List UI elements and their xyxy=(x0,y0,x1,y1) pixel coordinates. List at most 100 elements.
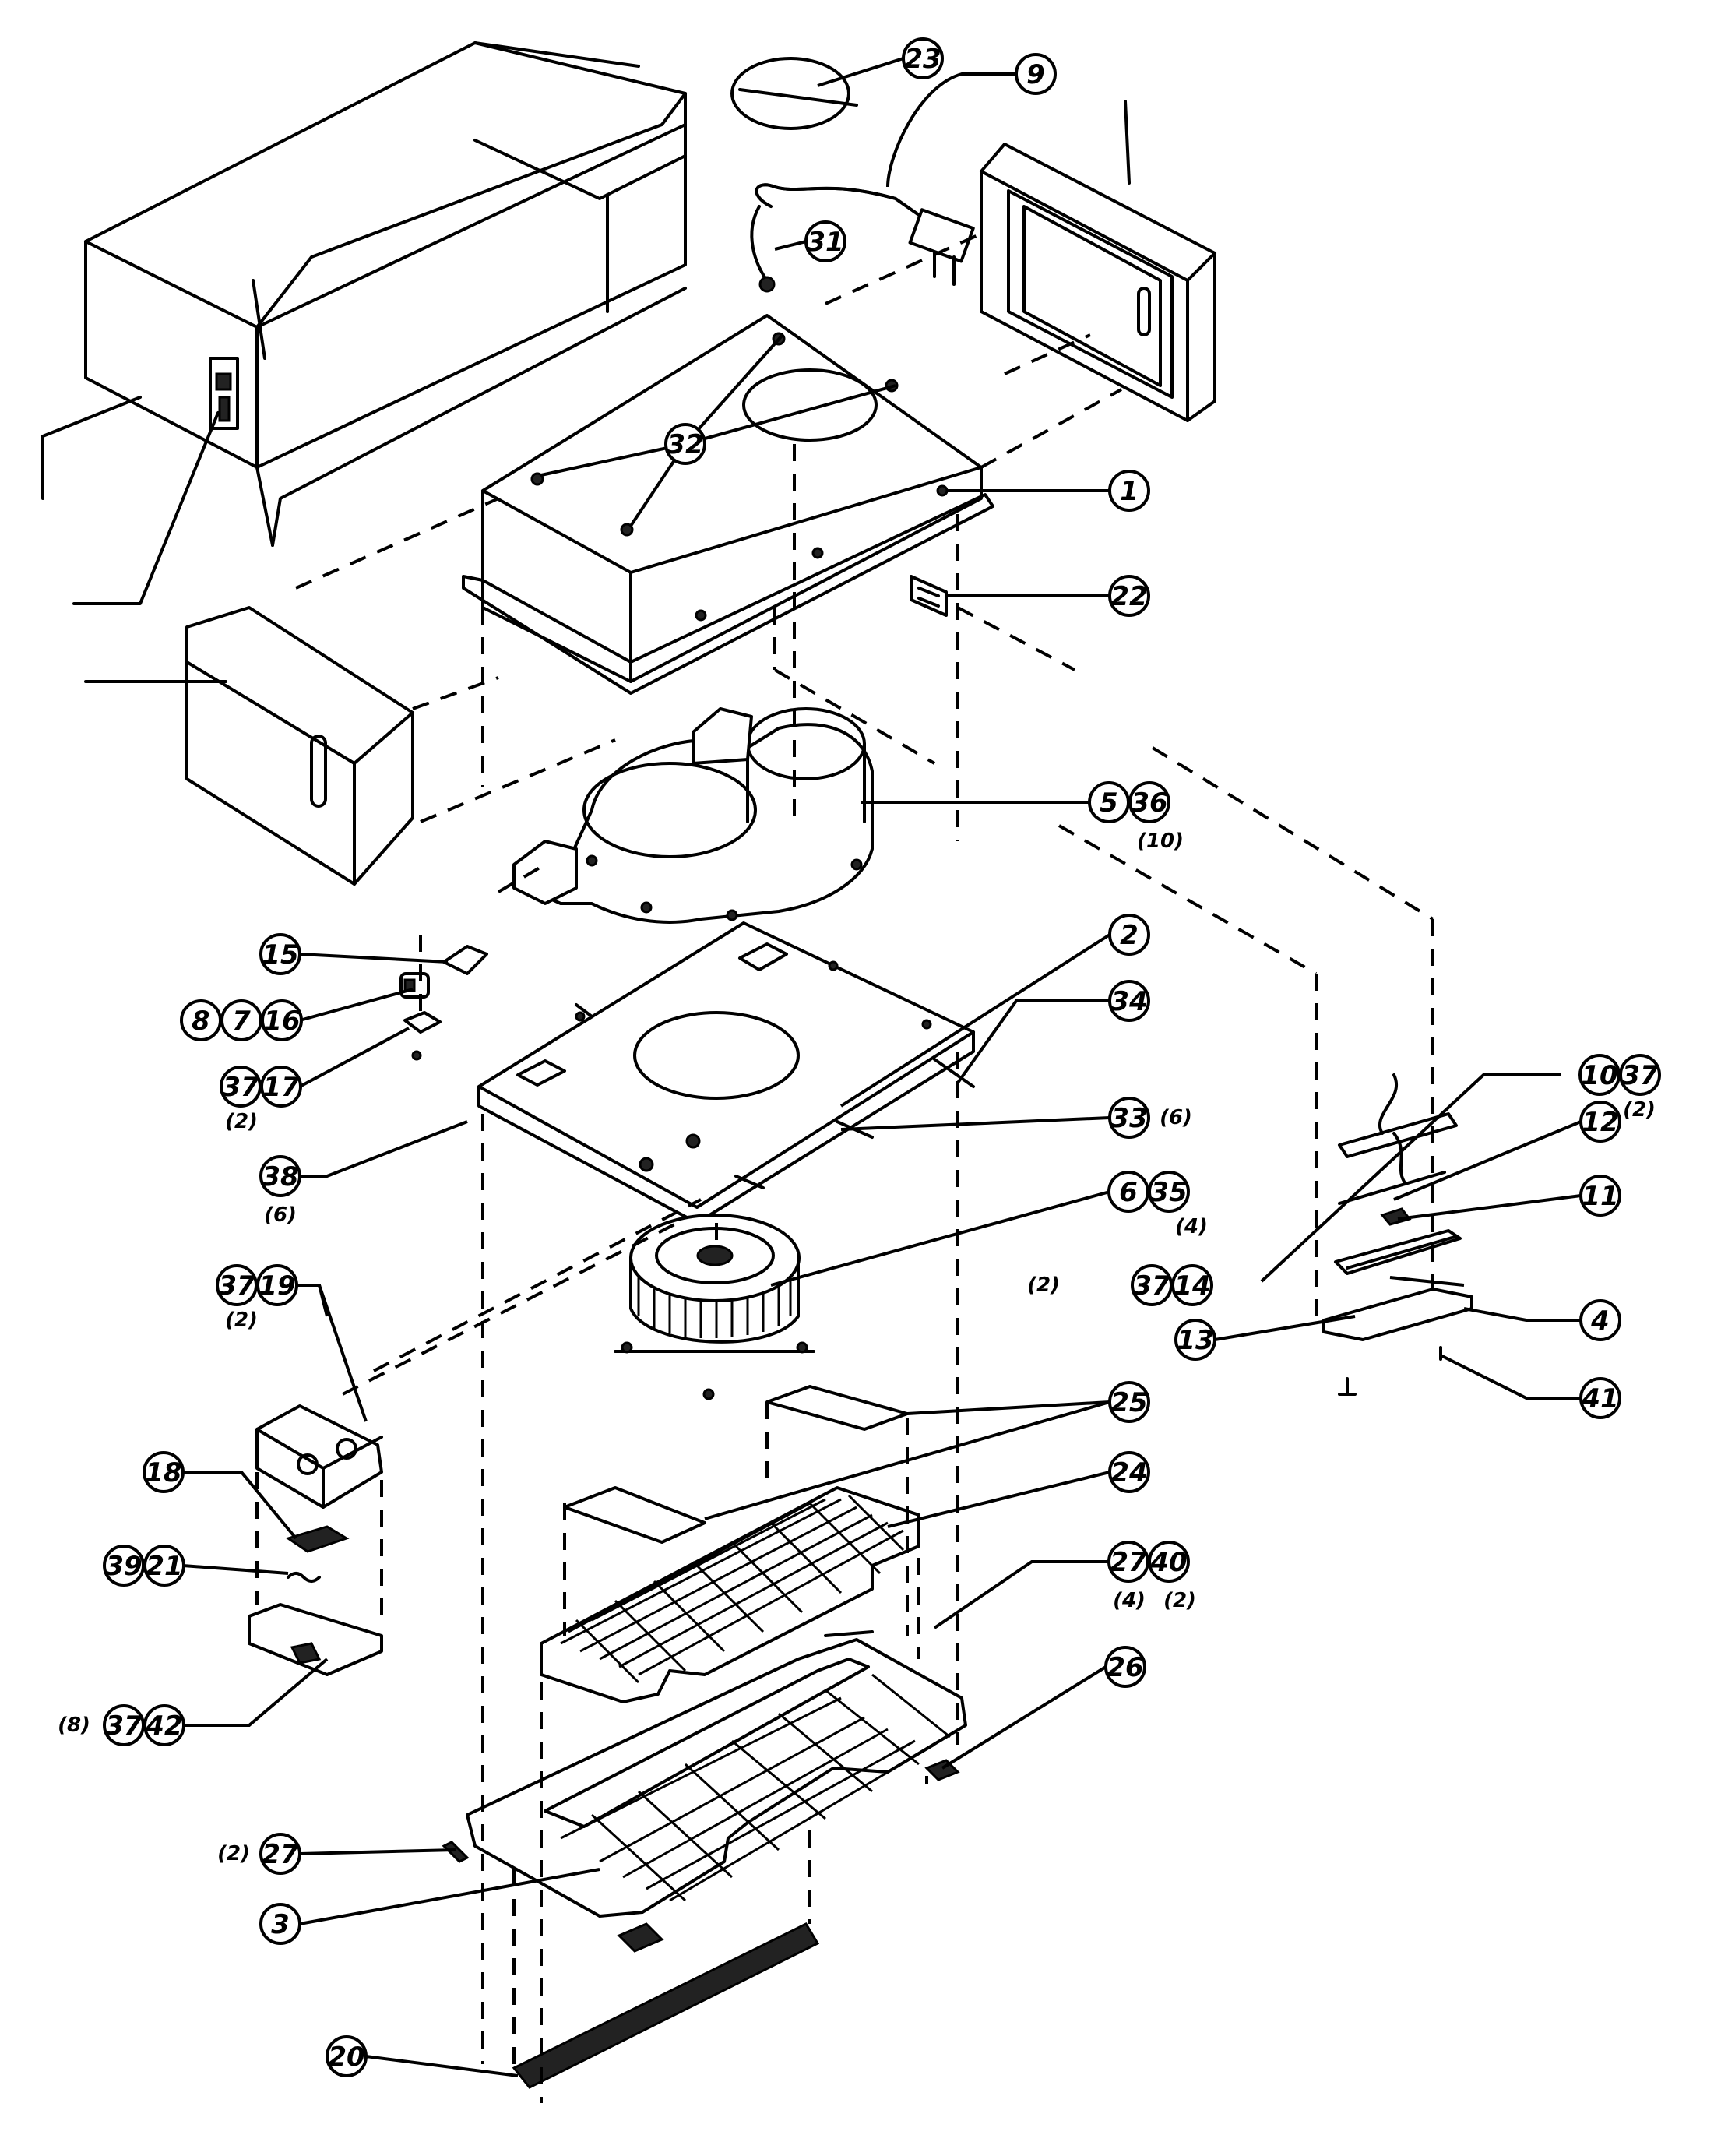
end-cap-left xyxy=(84,606,414,886)
quantity-label: (2) xyxy=(1163,1589,1196,1612)
assembly-guide-lines xyxy=(255,232,1434,2103)
callout-number: 41 xyxy=(1581,1383,1618,1414)
callout-bubble xyxy=(1108,1381,1150,1423)
callout-bubble xyxy=(1108,980,1150,1022)
callout-number: 8 xyxy=(192,1006,210,1037)
switch-parts xyxy=(399,945,488,1061)
callout-number: 19 xyxy=(259,1270,295,1302)
callout-number: 26 xyxy=(1107,1652,1143,1683)
callout-bubble xyxy=(1579,1175,1621,1217)
main-housing xyxy=(462,314,994,695)
callout-c18: 18 xyxy=(143,1451,185,1493)
callout-bubble xyxy=(1619,1054,1661,1096)
callout-number: 24 xyxy=(1110,1457,1147,1488)
callout-bubble xyxy=(1579,1377,1621,1419)
base-plate xyxy=(477,921,975,1224)
callout-c15: 15 xyxy=(259,933,301,975)
callout-number: 14 xyxy=(1174,1270,1210,1302)
callout-number: 13 xyxy=(1177,1325,1213,1356)
callout-number: 17 xyxy=(262,1072,300,1103)
callout-number: 31 xyxy=(807,227,843,258)
callout-c26: 26 xyxy=(1104,1646,1146,1688)
callout-number: 27 xyxy=(262,1839,299,1870)
callout-c9: 9 xyxy=(1015,53,1057,95)
callout-bubble xyxy=(256,1264,298,1306)
callout-c27b: 27 (2) xyxy=(217,1833,301,1875)
callout-c22: 22 xyxy=(1108,575,1150,617)
callout-number: 9 xyxy=(1026,59,1045,90)
callout-number: 22 xyxy=(1110,581,1147,612)
callout-bubble xyxy=(1108,914,1150,956)
callout-bubble xyxy=(259,933,301,975)
callout-bubble xyxy=(1108,1097,1150,1139)
callout-c33: 33 (6) xyxy=(1108,1097,1192,1139)
wall-frame xyxy=(980,100,1216,422)
callout-c24: 24 xyxy=(1108,1451,1150,1493)
quantity-label: (4) xyxy=(1113,1589,1146,1612)
callout-c41: 41 xyxy=(1579,1377,1621,1419)
callout-number: 18 xyxy=(145,1457,181,1488)
callout-c12: 12 xyxy=(1579,1101,1621,1143)
quantity-label: (2) xyxy=(1027,1274,1060,1297)
callout-bubble xyxy=(1171,1264,1213,1306)
callout-c32: 32 xyxy=(664,423,706,465)
quantity-label: (6) xyxy=(1160,1106,1192,1129)
callout-number: 34 xyxy=(1110,986,1147,1017)
callout-number: 36 xyxy=(1131,787,1167,819)
quantity-label: (8) xyxy=(58,1714,90,1737)
callout-bubble xyxy=(143,1545,185,1587)
callout-c3: 3 xyxy=(259,1903,301,1945)
callout-number: 12 xyxy=(1582,1107,1618,1138)
callout-c1: 1 xyxy=(1108,470,1150,512)
callout-bubble xyxy=(1148,1541,1190,1583)
callout-c34: 34 xyxy=(1108,980,1150,1022)
callout-number: 25 xyxy=(1110,1387,1147,1418)
callout-number: 32 xyxy=(667,429,703,460)
damper-disc xyxy=(730,57,858,130)
callout-bubble xyxy=(1108,470,1150,512)
callout-bubble xyxy=(902,37,944,79)
callout-bubble xyxy=(259,1155,301,1197)
callout-number: 37 xyxy=(1133,1270,1170,1302)
callout-bubble xyxy=(664,423,706,465)
callout-number: 6 xyxy=(1119,1177,1138,1208)
leader-lines xyxy=(182,57,1582,2077)
callout-number: 35 xyxy=(1150,1177,1187,1208)
filters-and-panels xyxy=(442,1385,967,2089)
callout-bubble xyxy=(1108,575,1150,617)
callout-number: 40 xyxy=(1149,1547,1187,1578)
lamp-hardware-right xyxy=(1322,1073,1473,1396)
callout-number: 20 xyxy=(328,2042,364,2073)
callout-number: 37 xyxy=(218,1270,255,1302)
callout-number: 42 xyxy=(145,1710,182,1742)
callout-bubble xyxy=(1174,1319,1216,1361)
callout-bubble xyxy=(1108,1451,1150,1493)
power-cord xyxy=(750,183,975,293)
callout-number: 15 xyxy=(262,939,298,971)
callout-number: 37 xyxy=(222,1072,259,1103)
callout-bubble xyxy=(143,1704,185,1746)
callout-bubble xyxy=(326,2035,368,2077)
callout-c2: 2 xyxy=(1108,914,1150,956)
callout-bubble xyxy=(259,1833,301,1875)
quantity-label: (2) xyxy=(217,1842,250,1865)
light-assembly xyxy=(248,1404,383,1676)
switch-bracket xyxy=(910,575,948,617)
blower-wheel xyxy=(614,1214,815,1400)
callout-number: 37 xyxy=(105,1710,143,1742)
quantity-label: (10) xyxy=(1137,830,1184,853)
callout-number: 33 xyxy=(1110,1103,1147,1134)
callout-c25: 25 xyxy=(1108,1381,1150,1423)
callout-bubble xyxy=(143,1451,185,1493)
callout-c31: 31 xyxy=(804,220,846,262)
callout-bubble xyxy=(1015,53,1057,95)
